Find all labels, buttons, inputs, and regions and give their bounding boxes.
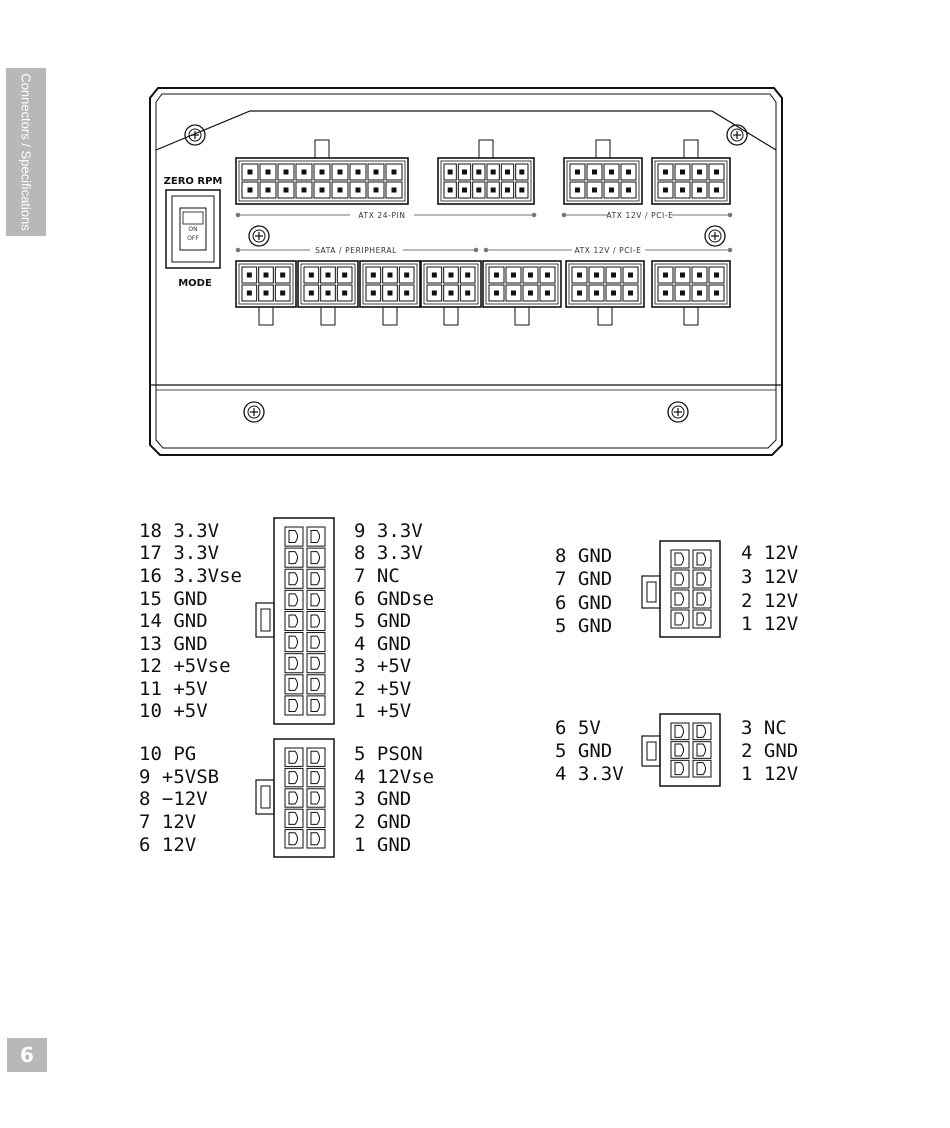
psu-socket-pcie-b: [651, 260, 731, 326]
pin-label: 4 12V: [741, 542, 798, 564]
pin-label: 4 GND: [354, 633, 411, 655]
pin-label: 3 12V: [741, 566, 798, 588]
psu-socket-sata-4: [420, 260, 482, 326]
screw-icon: [667, 401, 689, 423]
pin-label: 17 3.3V: [139, 542, 219, 564]
section-lines: [235, 212, 733, 253]
psu-socket-sata-1: [235, 260, 297, 326]
pin-label: 3 +5V: [354, 655, 411, 677]
pin-label: 1 12V: [741, 763, 798, 785]
pin-label: 10 +5V: [139, 700, 208, 722]
psu-sockets: [235, 139, 731, 326]
pin-label: 5 GND: [555, 615, 612, 637]
pin-label: 13 GND: [139, 633, 208, 655]
screw-icon: [726, 124, 748, 146]
pin-label: 10 PG: [139, 743, 196, 765]
psu-socket-sata-3: [359, 260, 421, 326]
switch-off-label: OFF: [187, 235, 199, 242]
switch-bottom-label: MODE: [178, 278, 212, 289]
pin-label: 6 GNDse: [354, 588, 434, 610]
psu-socket-pcie: [651, 139, 731, 205]
eight-pin-pinout: [641, 540, 721, 638]
pin-label: 7 12V: [139, 811, 196, 833]
psu-socket-sata-2: [297, 260, 359, 326]
pin-label: 11 +5V: [139, 678, 208, 700]
pin-label: 1 12V: [741, 613, 798, 635]
pin-label: 2 GND: [741, 740, 798, 762]
pin-label: 14 GND: [139, 610, 208, 632]
psu-socket-atx24-b: [437, 139, 535, 205]
pin-label: 1 GND: [354, 834, 411, 856]
pin-label: 3 NC: [741, 717, 787, 739]
pin-label: 2 GND: [354, 811, 411, 833]
pin-label: 6 5V: [555, 717, 601, 739]
psu-screws: [184, 124, 748, 423]
pin-label: 5 GND: [555, 740, 612, 762]
six-pin-pinout: [641, 713, 721, 787]
pin-label: 4 12Vse: [354, 766, 434, 788]
pin-label: 9 3.3V: [354, 520, 423, 542]
pin-diagrams: [255, 517, 721, 858]
pin-label: 5 GND: [354, 610, 411, 632]
atx24-upper-pinout: [255, 517, 335, 725]
pin-label: 12 +5Vse: [139, 655, 231, 677]
pin-label: 2 12V: [741, 590, 798, 612]
pin-label: 18 3.3V: [139, 520, 219, 542]
psu-socket-peripheral: [482, 260, 562, 326]
label-sata: SATA / PERIPHERAL: [315, 246, 397, 255]
screw-icon: [704, 225, 726, 247]
label-atx24: ATX 24-PIN: [358, 211, 405, 220]
psu-socket-atx12-b: [565, 260, 645, 326]
pin-label: 3 GND: [354, 788, 411, 810]
pin-label: 5 PSON: [354, 743, 423, 765]
pin-label: 1 +5V: [354, 700, 411, 722]
psu-socket-atx12: [563, 139, 643, 205]
psu-panel: [149, 87, 783, 456]
pin-label: 8 −12V: [139, 788, 208, 810]
pin-label: 9 +5VSB: [139, 766, 219, 788]
switch-top-label: ZERO RPM: [164, 176, 223, 187]
psu-socket-atx24: [235, 139, 409, 205]
label-atx12-bottom: ATX 12V / PCI-E: [574, 246, 641, 255]
pin-label: 2 +5V: [354, 678, 411, 700]
pin-label: 15 GND: [139, 588, 208, 610]
pin-label: 8 GND: [555, 545, 612, 567]
screw-icon: [184, 124, 206, 146]
page-number: 6: [7, 1038, 47, 1072]
atx24-lower-pinout: [255, 738, 335, 858]
switch-on-label: ON: [188, 226, 197, 233]
pin-label: 6 12V: [139, 834, 196, 856]
label-atx12-top: ATX 12V / PCI-E: [606, 211, 673, 220]
section-side-tab: Connectors / Specifications: [6, 68, 46, 236]
pin-label: 6 GND: [555, 592, 612, 614]
pin-label: 7 NC: [354, 565, 400, 587]
pin-label: 8 3.3V: [354, 542, 423, 564]
pin-label: 16 3.3Vse: [139, 565, 242, 587]
zero-rpm-mode-switch[interactable]: [165, 189, 221, 269]
screw-icon: [248, 225, 270, 247]
pin-label: 4 3.3V: [555, 763, 624, 785]
screw-icon: [243, 401, 265, 423]
pin-label: 7 GND: [555, 568, 612, 590]
